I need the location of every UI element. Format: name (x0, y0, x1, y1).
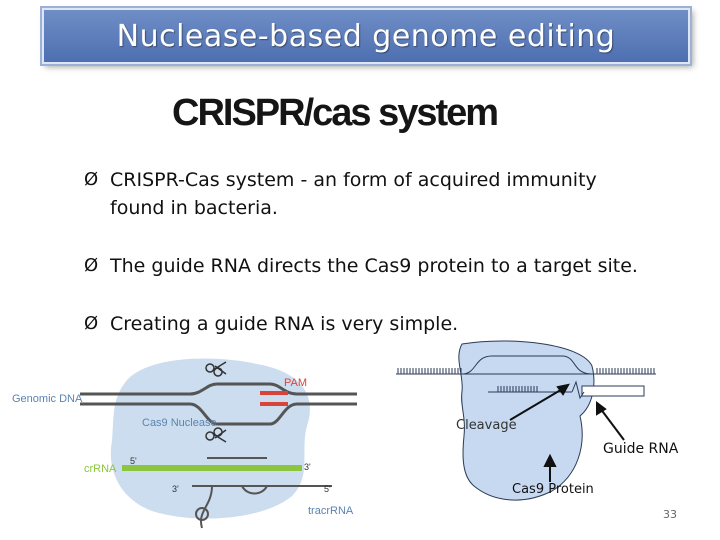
tracrrna-label: tracrRNA (308, 505, 354, 517)
cas9-nuclease-label: Cas9 Nuclease (142, 417, 217, 429)
cas9-protein-outline (458, 340, 595, 501)
pam-region (260, 402, 288, 406)
crrna-label: crRNA (84, 463, 117, 475)
bullet-text: Creating a guide RNA is very simple. (110, 313, 459, 335)
bullet-item: Ø Creating a guide RNA is very simple. (84, 310, 504, 338)
five-prime-label: 5' (130, 456, 137, 466)
genomic-dna-label: Genomic DNA (12, 393, 83, 405)
five-prime-label: 5' (324, 484, 331, 494)
title-banner: Nuclease-based genome editing (42, 8, 690, 64)
cut-site-marker (571, 380, 585, 400)
dna-strand (461, 355, 593, 375)
genomic-dna-top-strand (80, 382, 357, 396)
bullet-text-line2: found in bacteria. (110, 197, 278, 219)
arrow-bullet-icon: Ø (84, 313, 99, 334)
pointer-arrows (509, 383, 625, 482)
pam-label: PAM (284, 377, 307, 389)
arrow-bullet-icon: Ø (84, 255, 99, 276)
crispr-cas9-diagram: Genomic DNA Cas9 Nuclease PAM crRNA 5' 3… (12, 358, 357, 529)
pam-region (260, 391, 288, 395)
genomic-dna-bottom-strand (80, 402, 357, 426)
bullet-text-line1: CRISPR-Cas system - an form of acquired … (110, 169, 597, 191)
bullet-text: The guide RNA directs the Cas9 protein t… (110, 255, 638, 277)
guide-rna-label: Guide RNA (603, 441, 679, 457)
slide-title: Nuclease-based genome editing (116, 18, 616, 54)
cas9-protein-shape (110, 358, 310, 519)
cas9-protein-label: Cas9 Protein (512, 482, 594, 497)
cleavage-label: Cleavage (456, 418, 517, 433)
page-number: 33 (663, 508, 677, 521)
scissors-icon (205, 361, 227, 377)
three-prime-label: 3' (172, 484, 179, 494)
guide-rna-tail (581, 385, 645, 397)
three-prime-label: 3' (304, 462, 311, 472)
scissors-icon (205, 427, 227, 443)
arrow-bullet-icon: Ø (84, 169, 99, 190)
hairpin-loop (195, 507, 209, 521)
bullet-item: Ø The guide RNA directs the Cas9 protein… (84, 252, 684, 280)
cas9-target-diagram (396, 340, 656, 501)
slide-subtitle: CRISPR/cas system (172, 92, 499, 134)
dna-base-ticks (397, 368, 655, 392)
bullet-item: Ø CRISPR-Cas system - an form of acquire… (84, 166, 644, 222)
